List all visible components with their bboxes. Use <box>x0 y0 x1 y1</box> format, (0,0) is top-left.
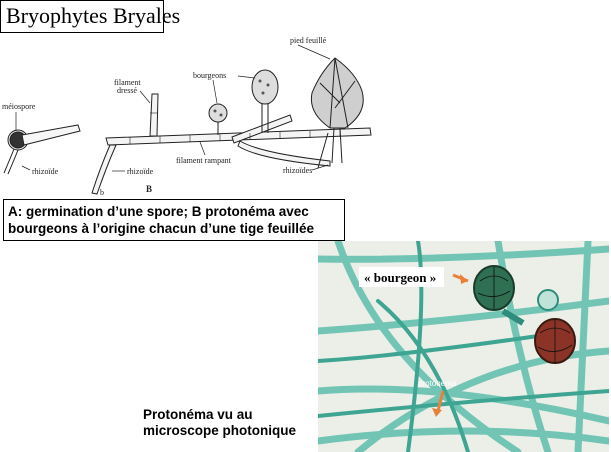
protonema-drawing: méiospore rhizoïde pied feuillé filament… <box>2 36 372 197</box>
label-filament-dresse-1: filament <box>114 78 141 87</box>
microscope-photo: « bourgeon » protonema <box>318 241 609 452</box>
label-bourgeons: bourgeons <box>193 71 226 80</box>
label-rhizoides: rhizoïdes <box>283 166 312 175</box>
caption-a-line1: A: germination d’une spore; B protonéma … <box>8 204 309 219</box>
caption-a: A: germination d’une spore; B protonéma … <box>3 199 345 241</box>
micro-caption-line1: Protonéma vu au <box>143 407 253 422</box>
label-letter-b: b <box>100 188 104 197</box>
label-filament-rampant: filament rampant <box>176 156 232 165</box>
spore-germination <box>3 124 81 175</box>
page-title: Bryophytes Bryales <box>0 0 180 33</box>
caption-a-line2: bourgeons à l’origine chacun d’une tige … <box>8 221 315 236</box>
label-meiospore: méiospore <box>2 102 36 111</box>
label-pied-feuille: pied feuillé <box>290 36 327 45</box>
creeping-filament <box>91 93 372 195</box>
micro-caption-line2: microscope photonique <box>143 423 297 438</box>
label-rhizoide-a: rhizoïde <box>32 167 59 176</box>
label-filament-dresse-2: dressé <box>117 86 137 95</box>
bourgeon-label: « bourgeon » <box>364 270 436 285</box>
bourgeon-buds <box>208 69 279 135</box>
leafy-stem <box>310 57 364 169</box>
protonema-label: protonema <box>418 379 457 388</box>
label-letter-B: B <box>146 184 152 194</box>
label-rhizoide-b: rhizoïde <box>127 167 154 176</box>
micro-caption: Protonéma vu au microscope photonique <box>143 407 296 439</box>
